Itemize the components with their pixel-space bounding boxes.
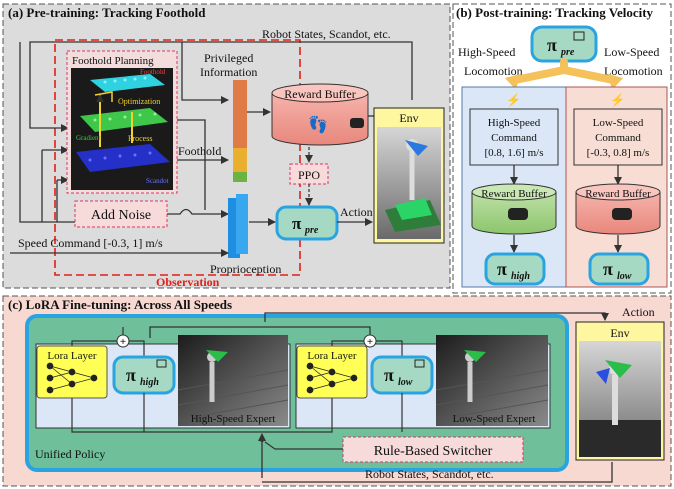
action-label-c: Action: [622, 305, 655, 319]
foothold-planning-label: Foothold Planning: [72, 55, 154, 67]
high-cmd-line-1: High-Speed: [488, 117, 541, 129]
panel-a: (a) Pre-training: Tracking Foothold Obse…: [2, 3, 451, 289]
speed-command-label: Speed Command [-0.3, 1] m/s: [18, 236, 163, 250]
planning-label-scandot: Scandot: [146, 177, 169, 185]
privileged-label-2: Information: [200, 65, 257, 79]
add-noise-label: Add Noise: [91, 208, 151, 223]
scandot-plane: [76, 144, 170, 172]
foothold-label: Foothold: [178, 144, 221, 158]
low-cmd-box: [573, 108, 663, 166]
pi-sub-b: pre: [560, 47, 575, 58]
footprint-icon: 👣: [308, 115, 328, 134]
env-label-a: Env: [399, 111, 418, 125]
high-expert-label: High-Speed Expert: [191, 413, 276, 425]
gamepad-icon-low: [612, 208, 632, 220]
robot-states-label-c: Robot States, Scandot, etc.: [365, 467, 494, 481]
action-label-a: Action: [340, 205, 373, 219]
privileged-label-1: Privileged: [204, 51, 253, 65]
low-speed-label-2: Locomotion: [604, 64, 663, 78]
pi-low-symbol-c: π: [384, 365, 394, 385]
pi-symbol-a: π: [292, 214, 302, 233]
high-cmd-line-3: [0.8, 1.6] m/s: [485, 147, 544, 159]
add-noise-box: [74, 200, 168, 228]
pi-low-symbol-b: π: [603, 259, 613, 279]
lock-icon-b: [573, 31, 585, 41]
lock-icon-low: [414, 359, 425, 368]
gradient-plane: [80, 108, 168, 132]
low-cmd-line-1: Low-Speed: [593, 117, 644, 129]
bolt-icon-high: ⚡: [506, 93, 521, 107]
pi-symbol-b: π: [547, 35, 557, 55]
pi-low-box-b: [588, 252, 650, 286]
robot-states-label-a: Robot States, Scandot, etc.: [262, 27, 391, 41]
low-cmd-line-2: Command: [595, 132, 641, 144]
gamepad-icon: [350, 118, 364, 128]
robot-states-arrow-c: [262, 462, 613, 483]
rule-switcher-label: Rule-Based Switcher: [374, 444, 493, 459]
high-speed-label-2: Locomotion: [464, 64, 523, 78]
panel-b-title: (b) Post-training: Tracking Velocity: [456, 5, 654, 20]
high-cmd-box: [469, 108, 559, 166]
foothold-bar: [233, 148, 247, 172]
robot-states-arrow-a: [29, 41, 413, 132]
planning-label-gradient: Gradient: [76, 134, 101, 142]
privileged-bar: [233, 80, 247, 148]
pi-high-symbol-b: π: [497, 259, 507, 279]
reward-buffer-label-low: Reward Buffer: [585, 188, 651, 200]
reward-buffer-low: Reward Buffer: [575, 183, 661, 235]
pi-low-sub-b: low: [617, 271, 632, 282]
left-line-1: [19, 42, 80, 223]
plus-high: +: [120, 336, 126, 348]
planning-label-foothold: Foothold: [140, 68, 166, 76]
pi-high-sub-c: high: [140, 377, 159, 388]
high-speed-label-1: High-Speed: [458, 45, 515, 59]
bolt-icon-low: ⚡: [610, 93, 625, 107]
proprioception-label: Proprioception: [210, 262, 281, 276]
panel-c-title: (c) LoRA Fine-tuning: Across All Speeds: [8, 297, 232, 312]
lock-icon-high: [156, 359, 167, 368]
low-speed-label-1: Low-Speed: [604, 45, 659, 59]
pi-low-sub-c: low: [398, 377, 413, 388]
reward-buffer-label-high: Reward Buffer: [481, 188, 547, 200]
plus-low: +: [367, 336, 373, 348]
env-label-c: Env: [610, 326, 629, 340]
rule-switcher-box: [342, 436, 524, 463]
ppo-label: PPO: [298, 168, 320, 182]
pi-pre-box-a: [275, 205, 339, 241]
split-arrow: [511, 58, 617, 84]
scandot-bar: [233, 172, 247, 182]
low-cmd-line-3: [-0.3, 0.8] m/s: [587, 147, 650, 159]
reward-buffer-a: Reward Buffer 👣: [271, 83, 369, 146]
lora-layer-label-high: Lora Layer: [47, 350, 96, 362]
observation-box: [54, 39, 301, 276]
planning-label-process: Process: [128, 134, 152, 143]
pi-high-sub-b: high: [511, 271, 530, 282]
panel-b: (b) Post-training: Tracking Velocity π p…: [452, 3, 672, 294]
gamepad-icon-high: [508, 208, 528, 220]
high-cmd-line-2: Command: [491, 132, 537, 144]
action-arrow-c: [264, 312, 609, 322]
reward-buffer-high: Reward Buffer: [471, 183, 557, 235]
pi-high-box-b: [484, 252, 546, 286]
panel-a-title: (a) Pre-training: Tracking Foothold: [8, 5, 206, 20]
planning-label-optimization: Optimization: [118, 97, 160, 106]
observation-label: Observation: [156, 275, 220, 289]
pi-sub-a: pre: [304, 225, 319, 236]
network-icon-low: [306, 362, 358, 394]
pi-high-symbol-c: π: [126, 365, 136, 385]
panel-c: (c) LoRA Fine-tuning: Across All Speeds …: [2, 295, 672, 487]
unified-policy-label: Unified Policy: [35, 447, 105, 461]
network-icon-high: [46, 362, 98, 394]
low-expert-label: Low-Speed Expert: [453, 413, 536, 425]
reward-buffer-label-a: Reward Buffer: [284, 87, 355, 101]
lora-layer-label-low: Lora Layer: [307, 350, 356, 362]
